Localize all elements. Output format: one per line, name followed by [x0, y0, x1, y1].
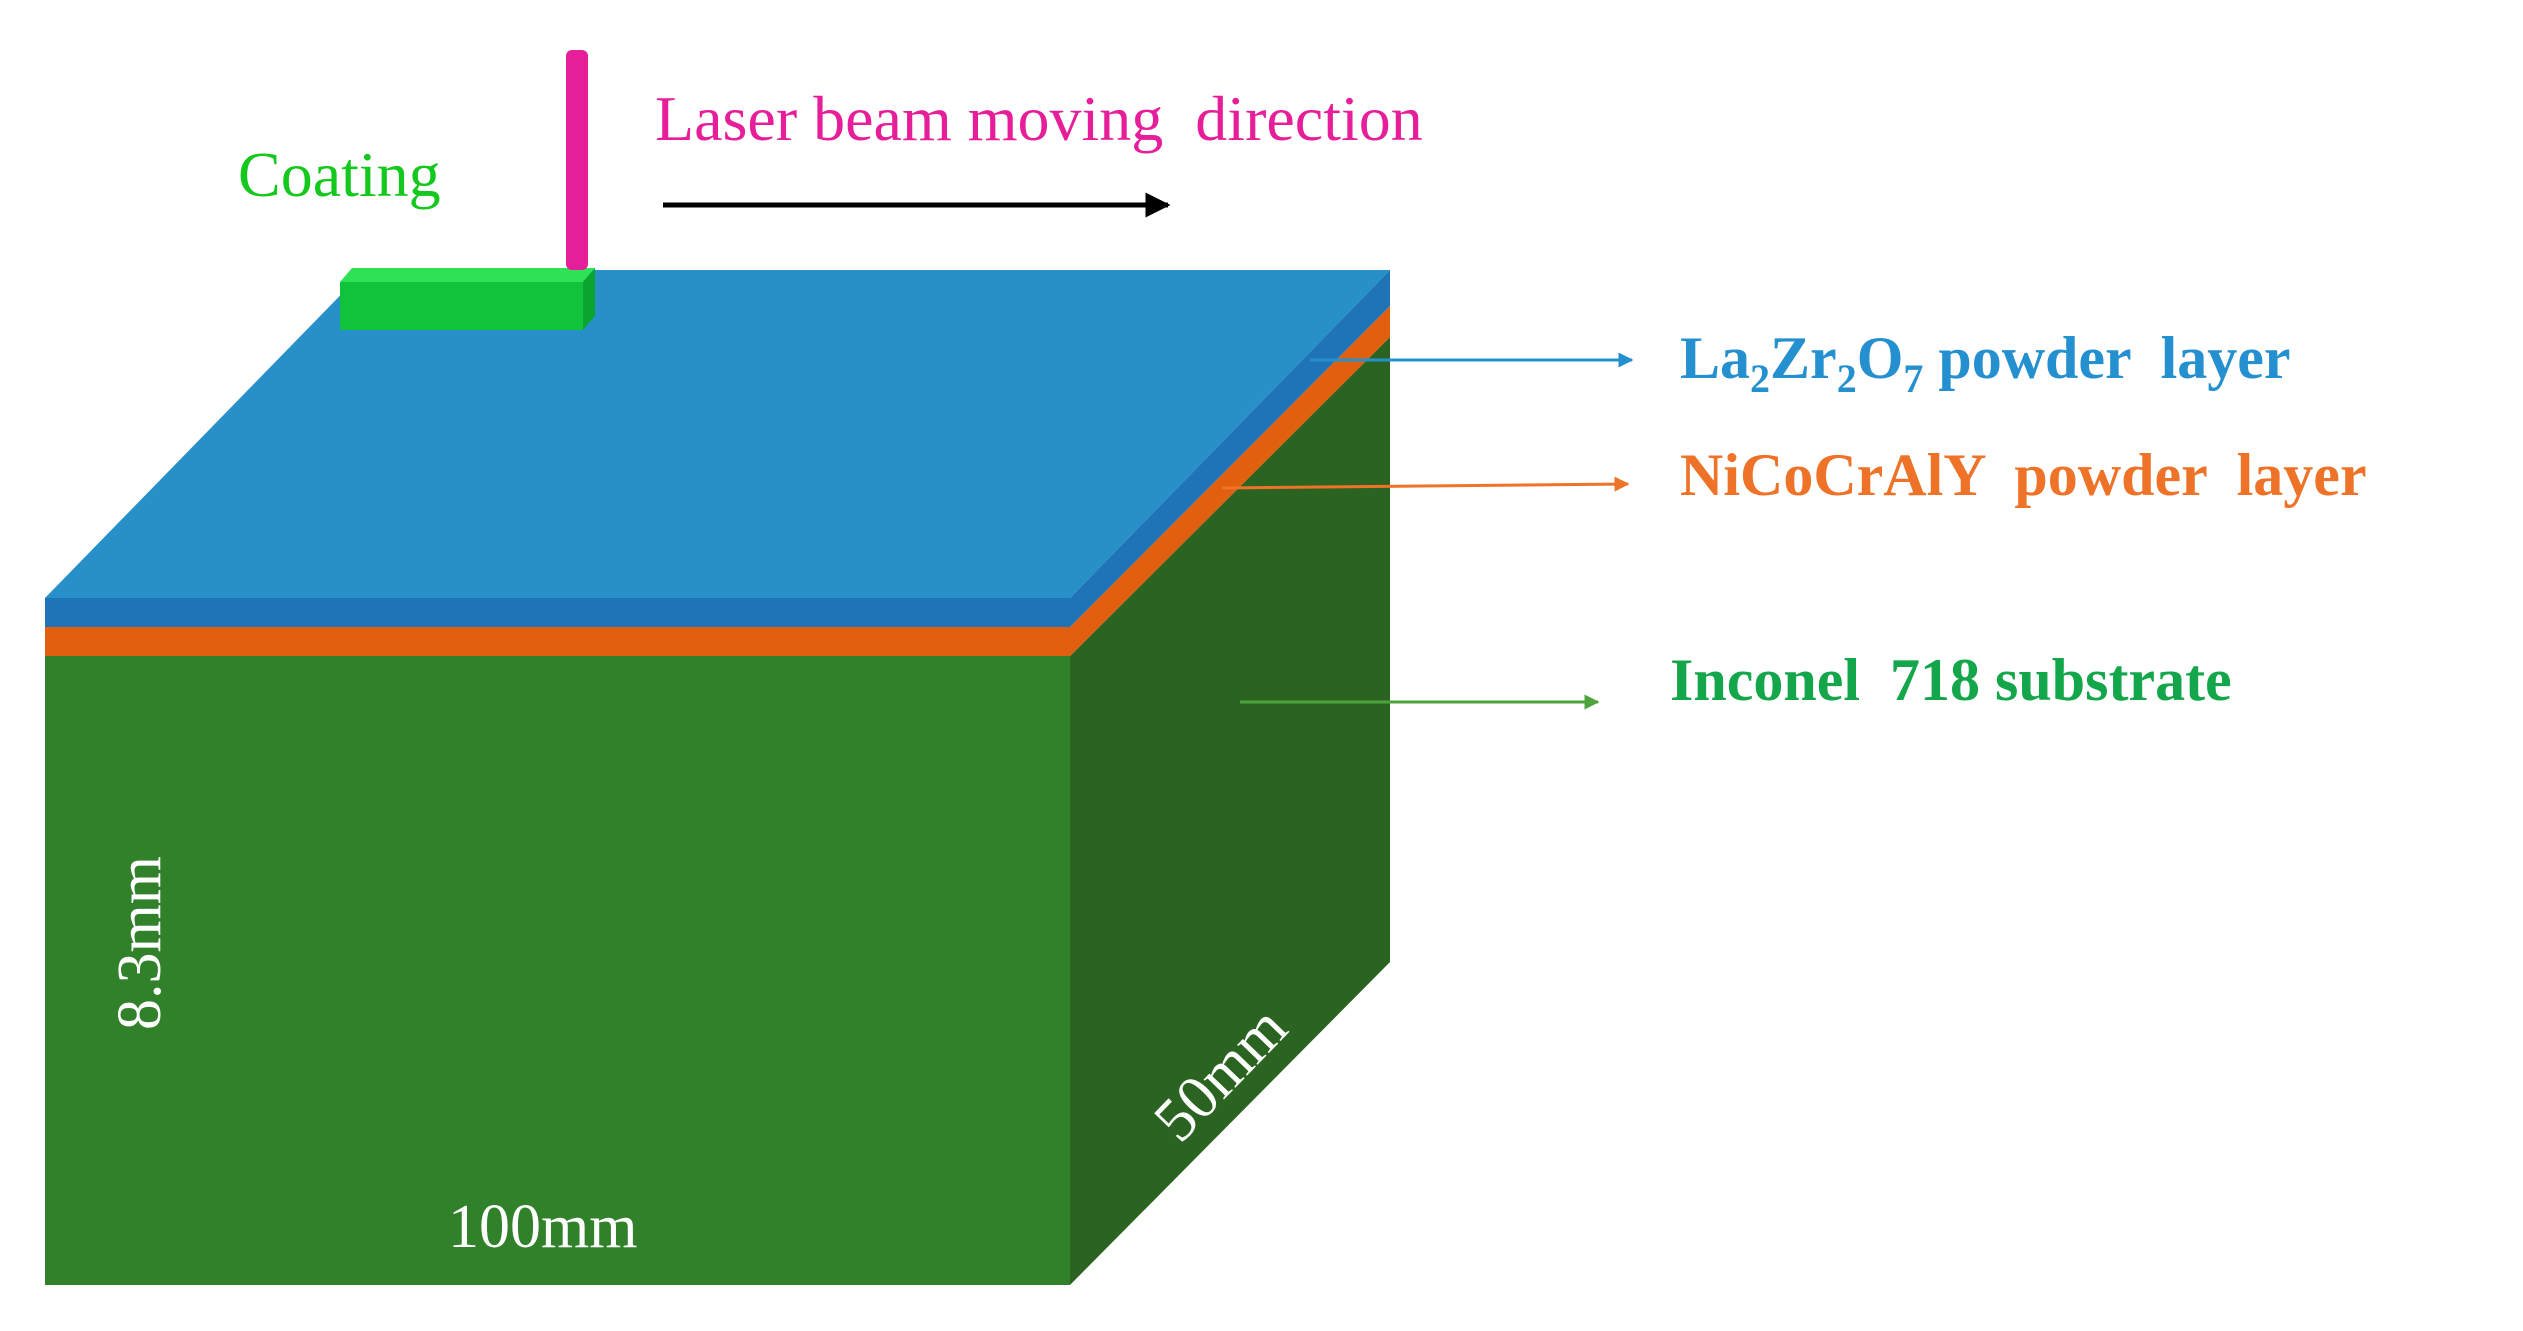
inconel-label: Inconel 718 substrate: [1670, 647, 2232, 713]
top-layer-surface: [45, 270, 1390, 598]
laser-beam: [566, 50, 588, 270]
height-dimension-label: 8.3mm: [106, 856, 174, 1030]
top-layer-front: [45, 598, 1070, 627]
la2zr2o7-label: La2Zr2O7 powder layer: [1680, 325, 2291, 401]
nicocraly-arrow: [1221, 476, 1630, 492]
bond-layer-front: [45, 627, 1070, 656]
width-dimension-label: 100mm: [448, 1193, 637, 1261]
laser-direction-label: Laser beam moving direction: [655, 83, 1423, 154]
coating-bead-front: [340, 282, 583, 330]
substrate-front-face: [45, 656, 1070, 1285]
coating-label: Coating: [238, 139, 441, 210]
coating-bead-top: [340, 268, 595, 282]
bond-layer-side: [1070, 306, 1390, 656]
nicocraly-label: NiCoCrAlY powder layer: [1680, 442, 2367, 508]
substrate-side-face: [1070, 337, 1390, 1285]
coating-bead-side: [583, 268, 595, 330]
